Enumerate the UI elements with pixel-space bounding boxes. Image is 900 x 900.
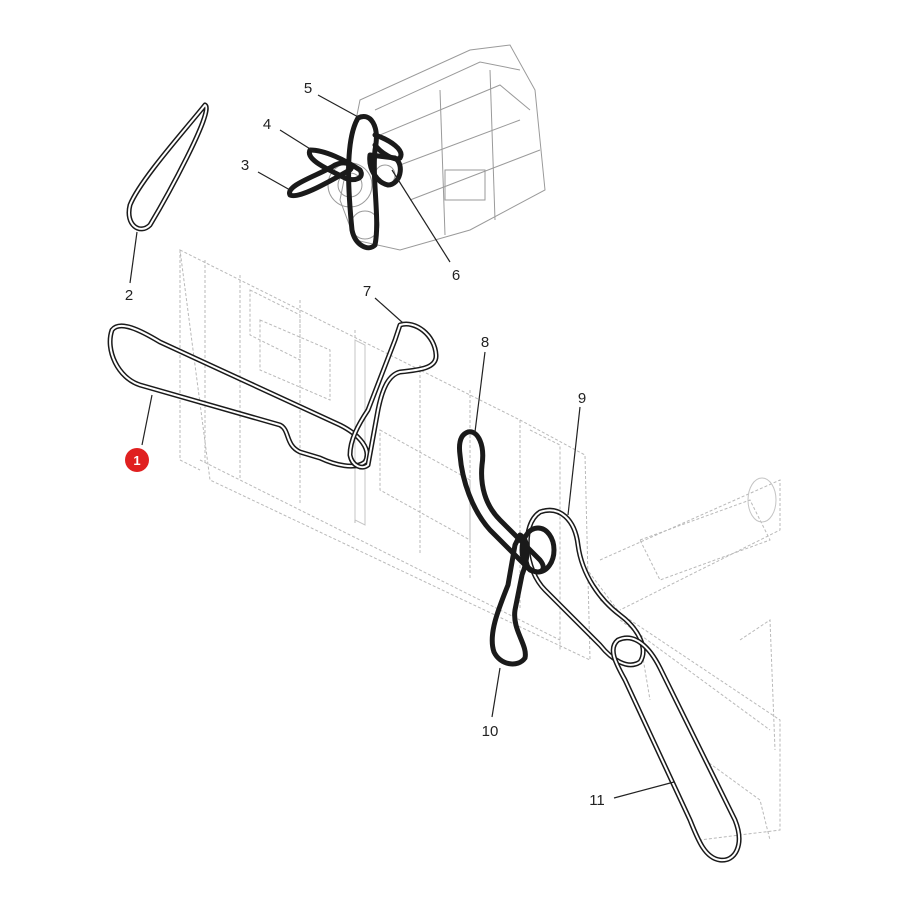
belt-10: [489, 532, 530, 667]
leader-10: [491, 667, 501, 718]
leader-9: [567, 406, 581, 516]
callout-5-label: 5: [304, 80, 312, 97]
belt-5: [346, 114, 404, 251]
leader-5: [317, 94, 361, 119]
callout-11-label: 11: [589, 792, 605, 809]
belt-2: [126, 102, 209, 232]
callout-2-label: 2: [125, 287, 133, 304]
callout-4-label: 4: [263, 116, 271, 133]
leader-lines: [129, 94, 675, 799]
callout-9-label: 9: [578, 390, 586, 407]
leader-11: [613, 781, 675, 799]
callout-1-badge: [125, 448, 149, 472]
belt-8: [457, 429, 546, 575]
leader-7: [374, 297, 404, 324]
leader-2: [129, 231, 138, 284]
leader-6: [391, 169, 451, 263]
callout-8-label: 8: [481, 334, 489, 351]
callout-1: 1: [125, 448, 149, 472]
belt-9: [519, 507, 646, 668]
engine-block: [327, 44, 546, 251]
belt-11: [610, 635, 742, 863]
callout-10-label: 10: [482, 723, 499, 740]
belt-1: [107, 323, 370, 469]
leader-1: [141, 394, 153, 446]
leader-4: [279, 129, 316, 153]
belt-6: [367, 152, 403, 188]
callout-6-label: 6: [452, 267, 460, 284]
belt-4: [306, 147, 364, 183]
leader-8: [474, 351, 486, 433]
callout-3-label: 3: [241, 157, 249, 174]
callout-1-label: 1: [133, 453, 140, 468]
callout-7-label: 7: [363, 283, 371, 300]
leader-3: [257, 171, 291, 191]
belt-7: [347, 321, 439, 470]
